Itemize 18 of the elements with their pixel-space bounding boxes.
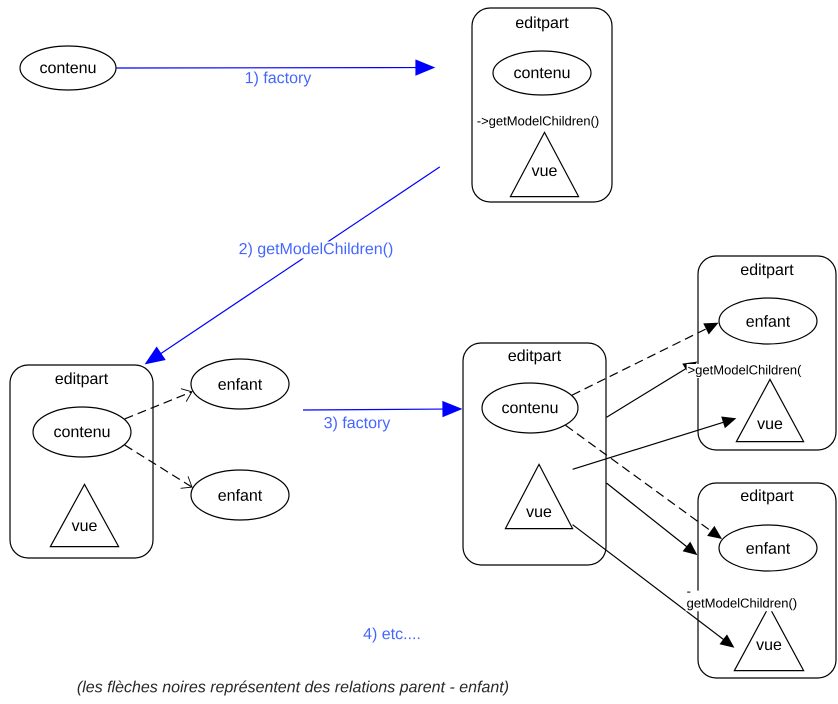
ellipse-node: enfant	[190, 469, 290, 521]
ellipse-node: enfant	[190, 358, 290, 410]
ellipse-node: contenu	[492, 50, 592, 96]
ellipse-node: enfant	[718, 524, 818, 572]
ellipse-node: contenu	[19, 45, 117, 91]
note-label: ->getModelChildren()	[476, 114, 600, 130]
edge-label: 3) factory	[322, 416, 392, 432]
arrow	[124, 444, 193, 489]
caption: (les flèches noires représentent des relations parent - enfant)	[78, 680, 508, 696]
note-label: >getModelChildren(	[686, 364, 802, 378]
ellipse-node: contenu	[481, 382, 579, 434]
arrow	[124, 388, 193, 420]
edge-label: 1) factory	[244, 70, 312, 88]
ellipse-node: enfant	[718, 297, 818, 345]
ellipse-node: contenu	[32, 406, 132, 458]
note-label: 4) etc....	[362, 626, 422, 644]
note-label: - getModelChildren()	[686, 590, 801, 612]
edge-label: 2) getModelChildren()	[238, 242, 394, 258]
